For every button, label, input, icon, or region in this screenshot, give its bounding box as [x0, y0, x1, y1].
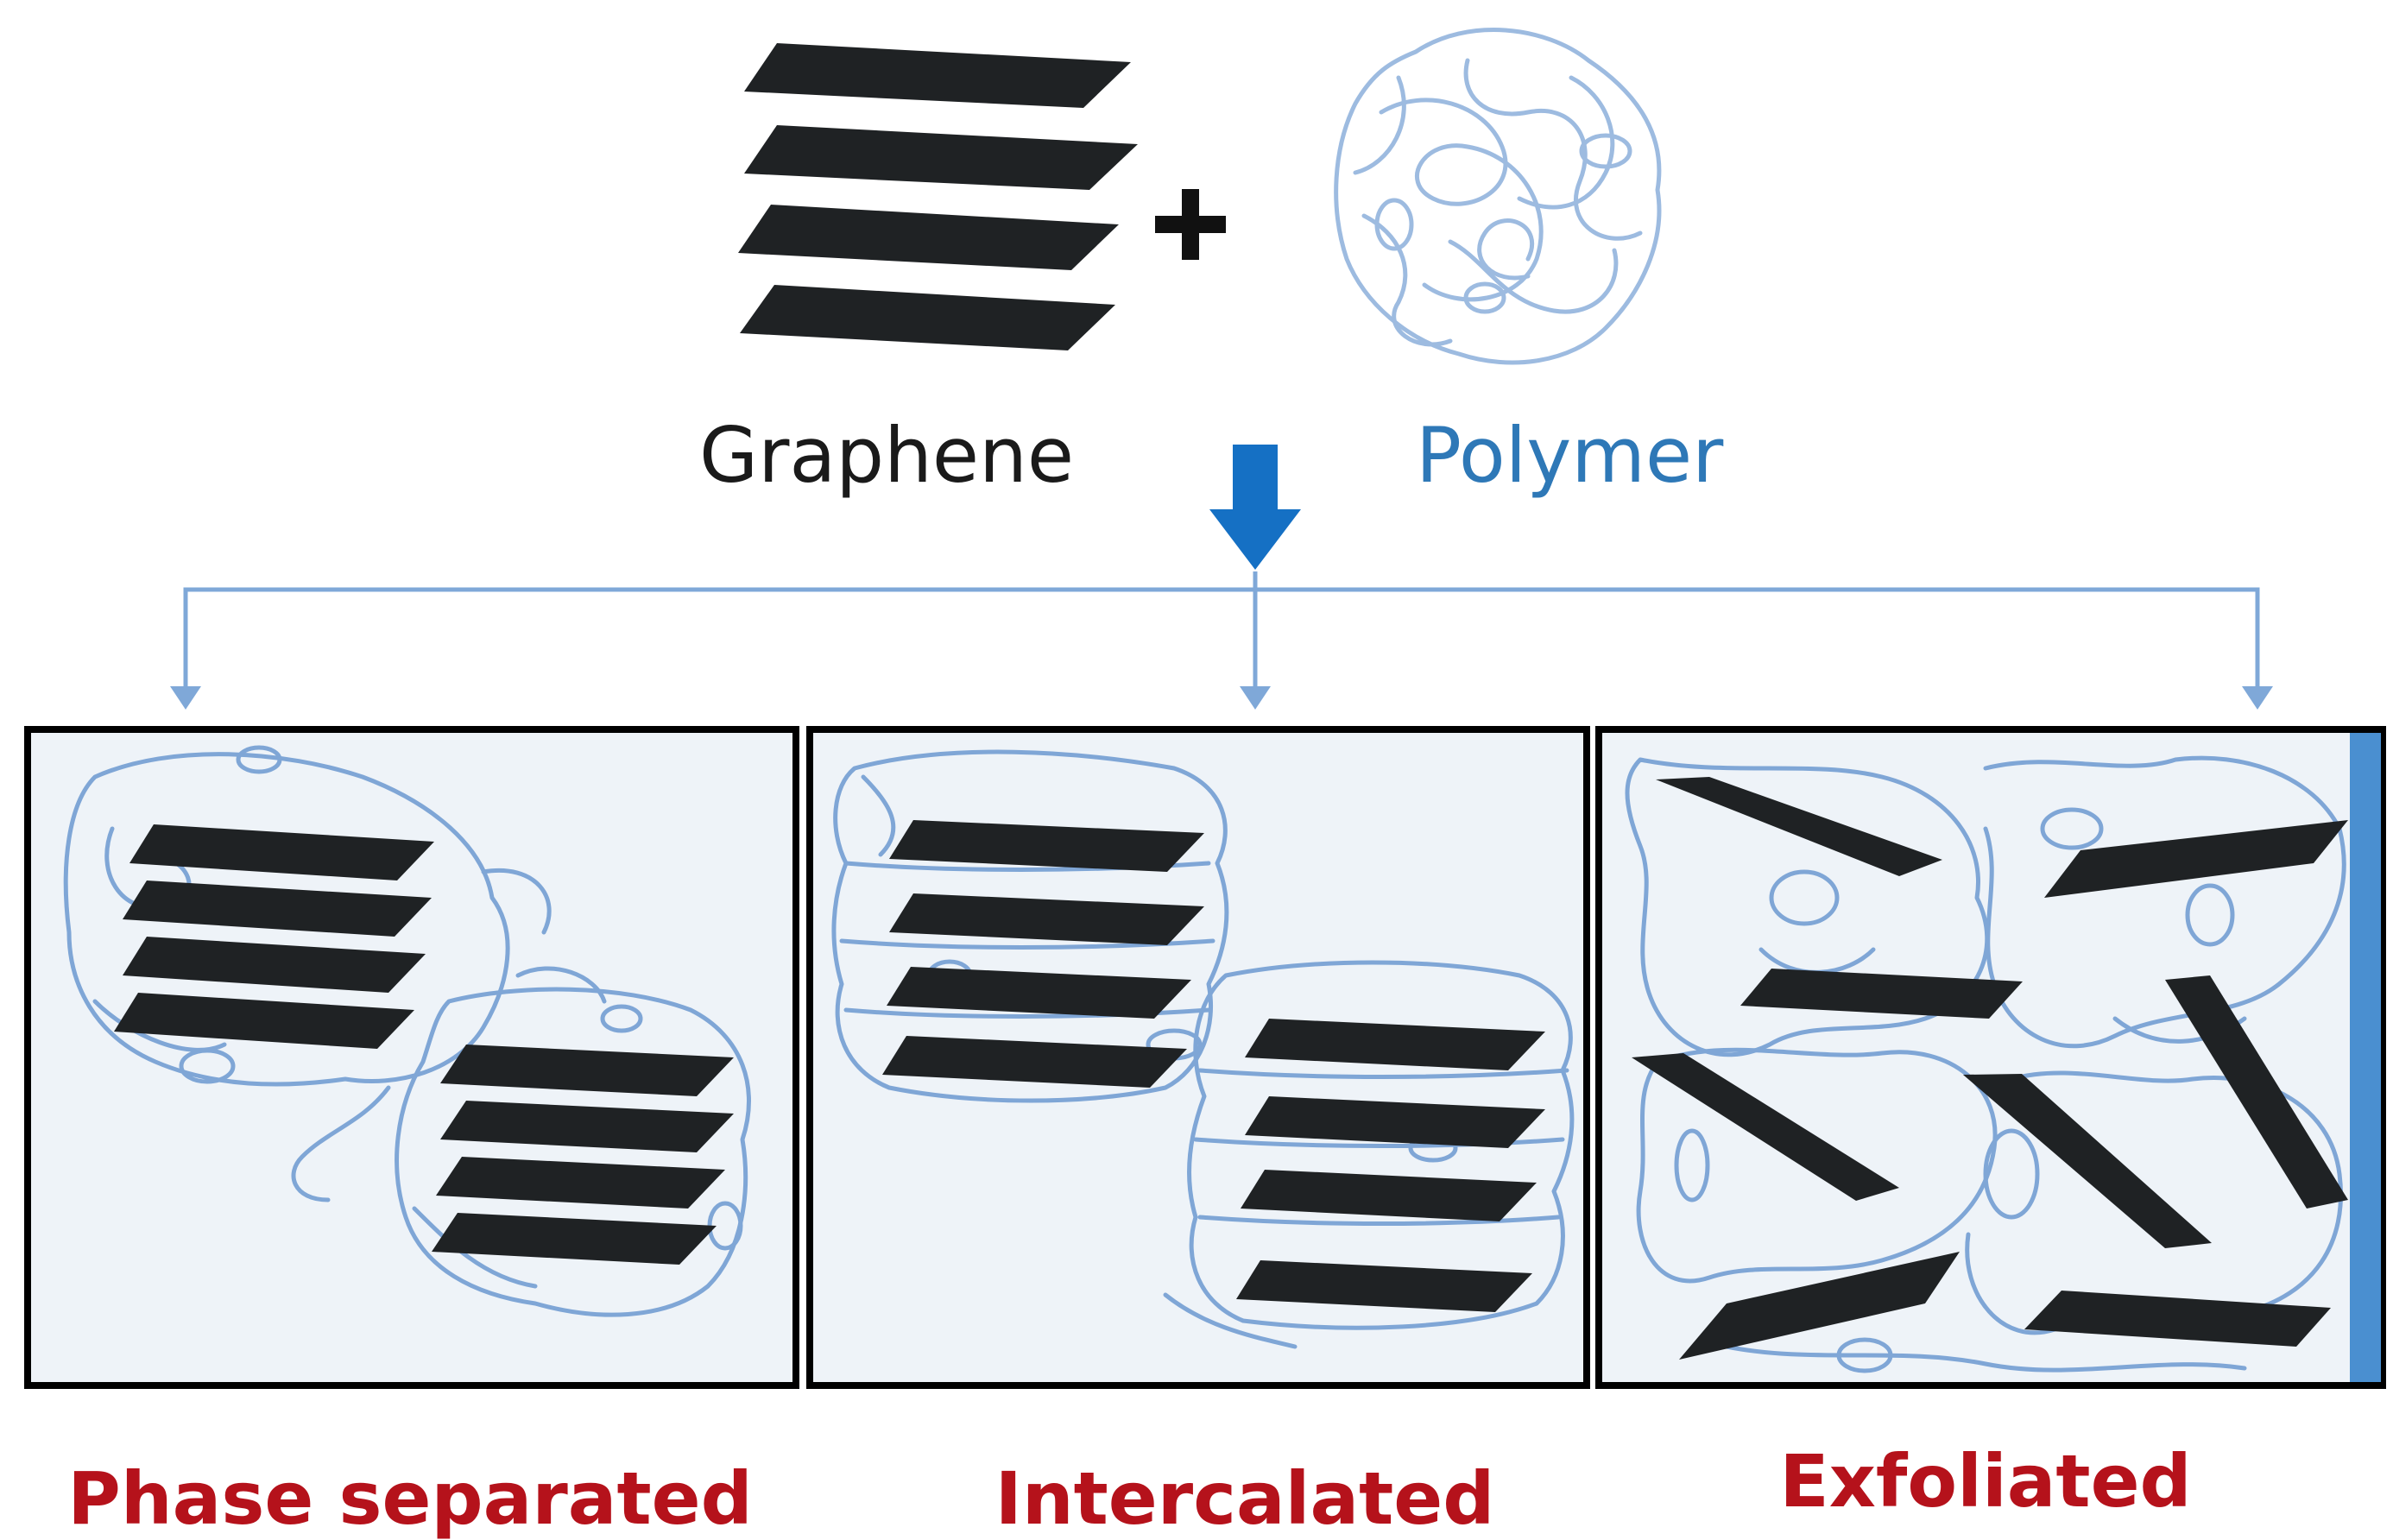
arrowhead-icon: [170, 686, 201, 710]
polymer-coil: [1334, 28, 1662, 365]
intercalated-label: Intercalated: [995, 1456, 1495, 1540]
graphene-sheet: [1632, 1053, 1899, 1201]
graphene-sheet: [129, 824, 434, 880]
exfoliated-label: Exfoliated: [1779, 1439, 2191, 1524]
arrowhead-icon: [1240, 686, 1271, 710]
graphene-sheet: [123, 880, 432, 937]
graphene-sheet: [123, 937, 426, 993]
graphene-sheet: [887, 967, 1191, 1019]
graphene-sheet: [432, 1213, 717, 1265]
graphene-stack: [738, 43, 1138, 350]
graphene-sheet: [889, 820, 1204, 872]
graphene-sheet: [1656, 777, 1942, 876]
graphene-sheet: [2165, 975, 2348, 1209]
graphene-sheet: [1245, 1019, 1545, 1070]
graphene-sheet: [436, 1157, 725, 1209]
graphene-label: Graphene: [699, 411, 1074, 500]
graphene-sheet: [882, 1036, 1187, 1088]
graphene-sheet: [1679, 1252, 1960, 1360]
connector-arrowheads: [170, 686, 2273, 710]
graphene-sheet: [1963, 1074, 2212, 1248]
side-bar: [2350, 733, 2381, 1382]
graphene-sheet: [744, 43, 1131, 108]
polymer-label: Polymer: [1416, 411, 1724, 500]
plus-icon: [1155, 189, 1226, 260]
graphene-sheet: [1236, 1260, 1532, 1312]
graphene-sheet: [889, 893, 1204, 945]
graphene-sheet: [1740, 969, 2023, 1019]
branch-connector: [183, 571, 2260, 691]
graphene-sheet: [114, 993, 414, 1049]
down-arrow-icon: [1209, 445, 1301, 570]
graphene-sheet: [744, 125, 1138, 190]
graphene-sheet: [440, 1101, 734, 1152]
graphene-sheet: [440, 1045, 734, 1096]
panel-exfoliated: [1595, 726, 2386, 1389]
graphene-sheet: [738, 205, 1119, 270]
graphene-sheet: [740, 285, 1115, 350]
panel-phase-separated: [24, 726, 799, 1389]
graphene-sheet: [1245, 1096, 1545, 1148]
phase-separated-label: Phase separated: [67, 1456, 752, 1540]
graphene-sheet: [2044, 820, 2348, 898]
graphene-sheet: [2024, 1291, 2331, 1347]
panel-intercalated: [806, 726, 1590, 1389]
graphene-sheet: [1241, 1170, 1537, 1221]
arrowhead-icon: [2242, 686, 2273, 710]
